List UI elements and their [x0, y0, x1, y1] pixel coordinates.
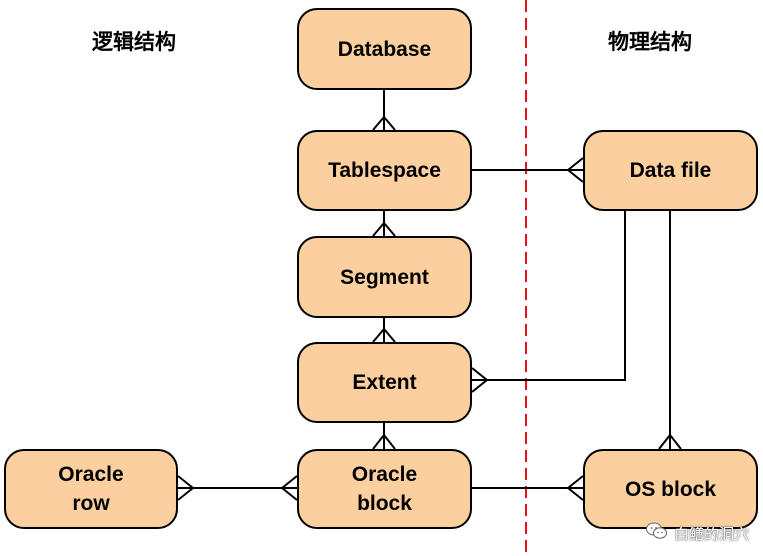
connector-database-tablespace [372, 90, 396, 131]
wechat-icon [645, 522, 668, 544]
segment-node: Segment [297, 236, 472, 318]
oracle-row-node: Oracle row [4, 449, 178, 529]
connector-datafile-extent [471, 211, 626, 393]
extent-node: Extent [297, 342, 472, 423]
connector-segment-extent [372, 318, 396, 343]
oracle-block-node: Oracle block [297, 449, 472, 529]
logical-structure-heading: 逻辑结构 [92, 30, 176, 54]
connector-tablespace-segment [372, 211, 396, 237]
connector-tablespace-datafile [472, 157, 584, 183]
connector-oraclerow-oracleblock [177, 475, 298, 501]
watermark-text: 白鳝的洞穴 [673, 524, 749, 543]
connector-oracleblock-osblock [472, 475, 584, 501]
connector-datafile-osblock [658, 211, 682, 450]
connector-extent-oracleblock [372, 423, 396, 450]
watermark: 白鳝的洞穴 [645, 522, 749, 544]
database-node: Database [297, 8, 472, 90]
physical-structure-heading: 物理结构 [608, 30, 692, 54]
os-block-node: OS block [583, 449, 758, 529]
tablespace-node: Tablespace [297, 130, 472, 211]
data-file-node: Data file [583, 130, 758, 211]
